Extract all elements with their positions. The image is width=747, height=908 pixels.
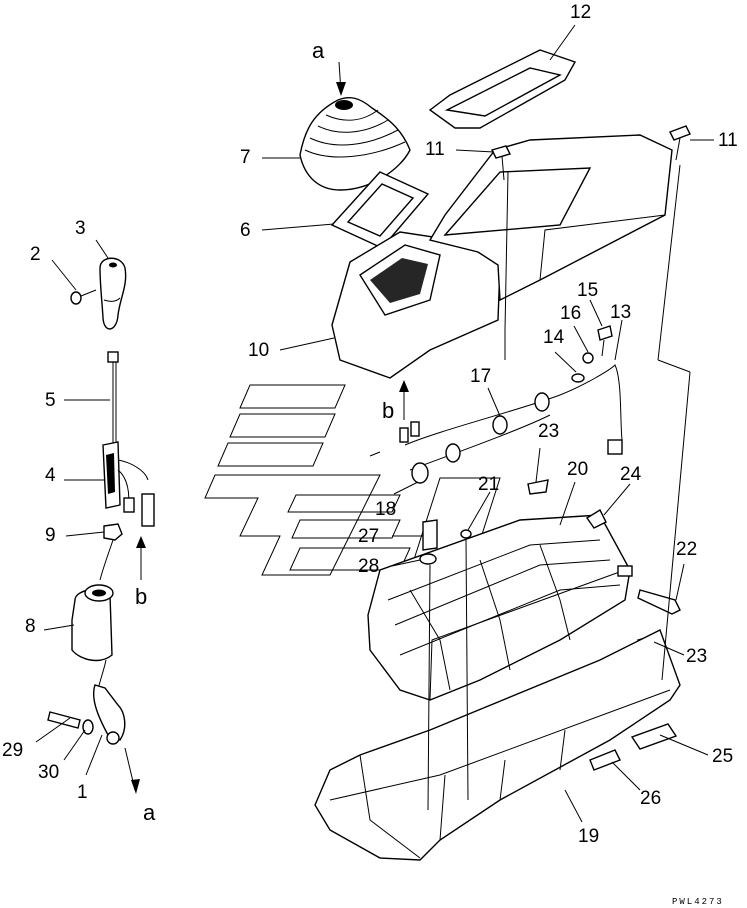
part-label-1: 1 (77, 782, 88, 803)
part-label-29: 29 (2, 740, 23, 761)
part-label-18: 18 (375, 499, 396, 520)
part-label-3: 3 (75, 218, 86, 239)
part-label-8: 8 (25, 616, 36, 637)
part-label-4: 4 (45, 465, 56, 486)
part-label-12: 12 (570, 2, 591, 23)
lower-frame (367, 509, 681, 701)
base-tray (314, 539, 681, 861)
part-label-11b: 11 (718, 130, 738, 151)
wire-harness (369, 325, 623, 495)
part-label-28: 28 (358, 556, 379, 577)
part-label-20: 20 (567, 459, 588, 480)
part-label-23a: 23 (538, 421, 559, 442)
part-label-22: 22 (676, 539, 697, 560)
part-label-6: 6 (240, 220, 251, 241)
part-label-14: 14 (543, 327, 565, 348)
leader-lines (35, 24, 714, 823)
part-label-23b: 23 (686, 646, 707, 667)
watermark-logo (204, 384, 501, 576)
part-label-19: 19 (578, 826, 599, 847)
part-label-16: 16 (560, 303, 581, 324)
part-label-11a: 11 (425, 139, 445, 160)
part-label-13: 13 (610, 302, 631, 323)
part-label-21: 21 (478, 474, 499, 495)
view-mark-b-left: b (135, 584, 147, 609)
part-label-26: 26 (640, 788, 661, 809)
lever-assembly (47, 257, 155, 794)
view-mark-a-bottom: a (143, 800, 156, 825)
view-mark-b-center: b (382, 398, 394, 423)
part-label-17: 17 (470, 366, 491, 387)
part-label-24: 24 (620, 464, 642, 485)
upper-console (299, 49, 691, 379)
part-label-2: 2 (30, 244, 41, 265)
drawing-code: PWL4273 (672, 897, 724, 907)
knob-shape (99, 257, 127, 330)
part-label-10: 10 (248, 340, 269, 361)
part-label-5: 5 (45, 390, 56, 411)
part-label-9: 9 (45, 525, 56, 546)
part-label-7: 7 (240, 147, 251, 168)
part-label-25: 25 (712, 746, 733, 767)
view-mark-a-top: a (312, 38, 325, 63)
part-label-15: 15 (577, 280, 598, 301)
part-label-27: 27 (358, 526, 379, 547)
part-label-30: 30 (38, 762, 59, 783)
